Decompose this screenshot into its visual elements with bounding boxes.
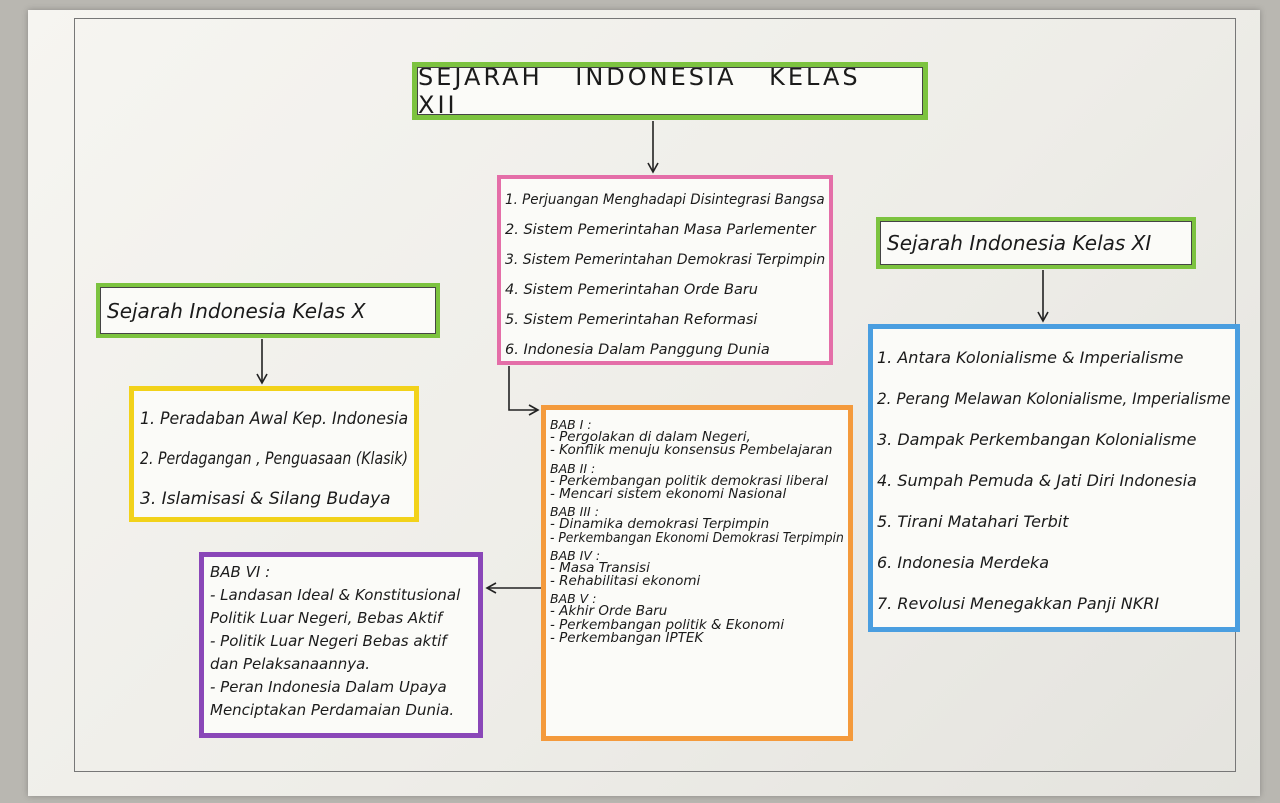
kelas-x-item: 2. Perdagangan , Penguasaan (Klasik) <box>140 449 409 469</box>
bab-6-box: BAB VI : - Landasan Ideal & Konstitusion… <box>199 552 483 738</box>
kelas-xi-heading-box: Sejarah Indonesia Kelas XI <box>876 217 1196 269</box>
topic-item: 1. Perjuangan Menghadapi Disintegrasi Ba… <box>505 192 825 208</box>
chapter-line: - Mencari sistem ekonomi Nasional <box>550 485 787 502</box>
chapter-line: - Rehabilitasi ekonomi <box>550 573 701 590</box>
chapter-line: - Perkembangan IPTEK <box>550 629 704 646</box>
topic-item: 6. Indonesia Dalam Panggung Dunia <box>505 342 770 358</box>
kelas-xi-item: 6. Indonesia Merdeka <box>877 553 1050 572</box>
topic-item: 4. Sistem Pemerintahan Orde Baru <box>505 282 758 298</box>
bab-1-title: BAB I : <box>550 417 592 432</box>
kelas-x-topics-box: 1. Peradaban Awal Kep. Indonesia 2. Perd… <box>129 386 419 522</box>
bab-6-line: - Landasan Ideal & Konstitusional <box>210 586 461 604</box>
bab-4-title: BAB IV : <box>550 547 601 563</box>
bab-2-title: BAB II : <box>550 460 596 476</box>
chapter-line: - Perkembangan politik demokrasi liberal <box>550 472 828 489</box>
kelas-xi-item: 2. Perang Melawan Kolonialisme, Imperial… <box>877 389 1231 408</box>
kelas-xi-item: 1. Antara Kolonialisme & Imperialisme <box>877 348 1184 367</box>
kelas-x-item: 1. Peradaban Awal Kep. Indonesia <box>140 409 409 429</box>
bab-3-title: BAB III : <box>550 504 599 520</box>
chapter-line: - Konflik menuju konsensus Pembelajaran <box>550 442 833 459</box>
bab-6-title: BAB VI : <box>210 563 271 581</box>
arrow-topics-to-chapters <box>508 366 540 416</box>
chapter-line: - Perkembangan politik & Ekonomi <box>550 616 785 633</box>
main-title-box: SEJARAH INDONESIA KELAS XII <box>412 62 928 120</box>
chapter-line: - Perkembangan Ekonomi Demokrasi Terpimp… <box>550 529 844 546</box>
bab-6-line: - Peran Indonesia Dalam Upaya <box>210 678 447 696</box>
kelas-x-item: 3. Islamisasi & Silang Budaya <box>140 489 391 509</box>
bab-6-line: Menciptakan Perdamaian Dunia. <box>210 701 455 719</box>
chapter-line: - Akhir Orde Baru <box>550 603 668 620</box>
chapters-box: BAB I : - Pergolakan di dalam Negeri, - … <box>541 405 853 741</box>
kelas-xi-item: 4. Sumpah Pemuda & Jati Diri Indonesia <box>877 471 1197 490</box>
chapter-line: - Pergolakan di dalam Negeri, <box>550 429 751 446</box>
kelas-x-heading: Sejarah Indonesia Kelas X <box>107 298 366 323</box>
topic-item: 3. Sistem Pemerintahan Demokrasi Terpimp… <box>505 252 826 268</box>
bab-5-title: BAB V : <box>550 591 597 607</box>
bab-6-line: Politik Luar Negeri, Bebas Aktif <box>210 609 443 627</box>
kelas-xi-topics-box: 1. Antara Kolonialisme & Imperialisme 2.… <box>868 324 1240 632</box>
topic-item: 2. Sistem Pemerintahan Masa Parlementer <box>505 222 816 238</box>
bab-6-line: - Politik Luar Negeri Bebas aktif <box>210 632 447 650</box>
bab-6-line: dan Pelaksanaannya. <box>210 655 371 673</box>
kelas-xi-heading: Sejarah Indonesia Kelas XI <box>887 231 1152 255</box>
kelas-xi-item: 3. Dampak Perkembangan Kolonialisme <box>877 430 1197 449</box>
topic-item: 5. Sistem Pemerintahan Reformasi <box>505 312 758 328</box>
kelas-x-heading-box: Sejarah Indonesia Kelas X <box>96 283 440 338</box>
chapter-line: - Dinamika demokrasi Terpimpin <box>550 516 770 533</box>
kelas-xi-item: 5. Tirani Matahari Terbit <box>877 512 1069 531</box>
chapter-line: - Masa Transisi <box>550 559 650 576</box>
kelas-xi-item: 7. Revolusi Menegakkan Panji NKRI <box>877 594 1160 613</box>
main-title: SEJARAH INDONESIA KELAS XII <box>418 63 861 119</box>
kelas-xii-topics-box: 1. Perjuangan Menghadapi Disintegrasi Ba… <box>497 175 833 365</box>
